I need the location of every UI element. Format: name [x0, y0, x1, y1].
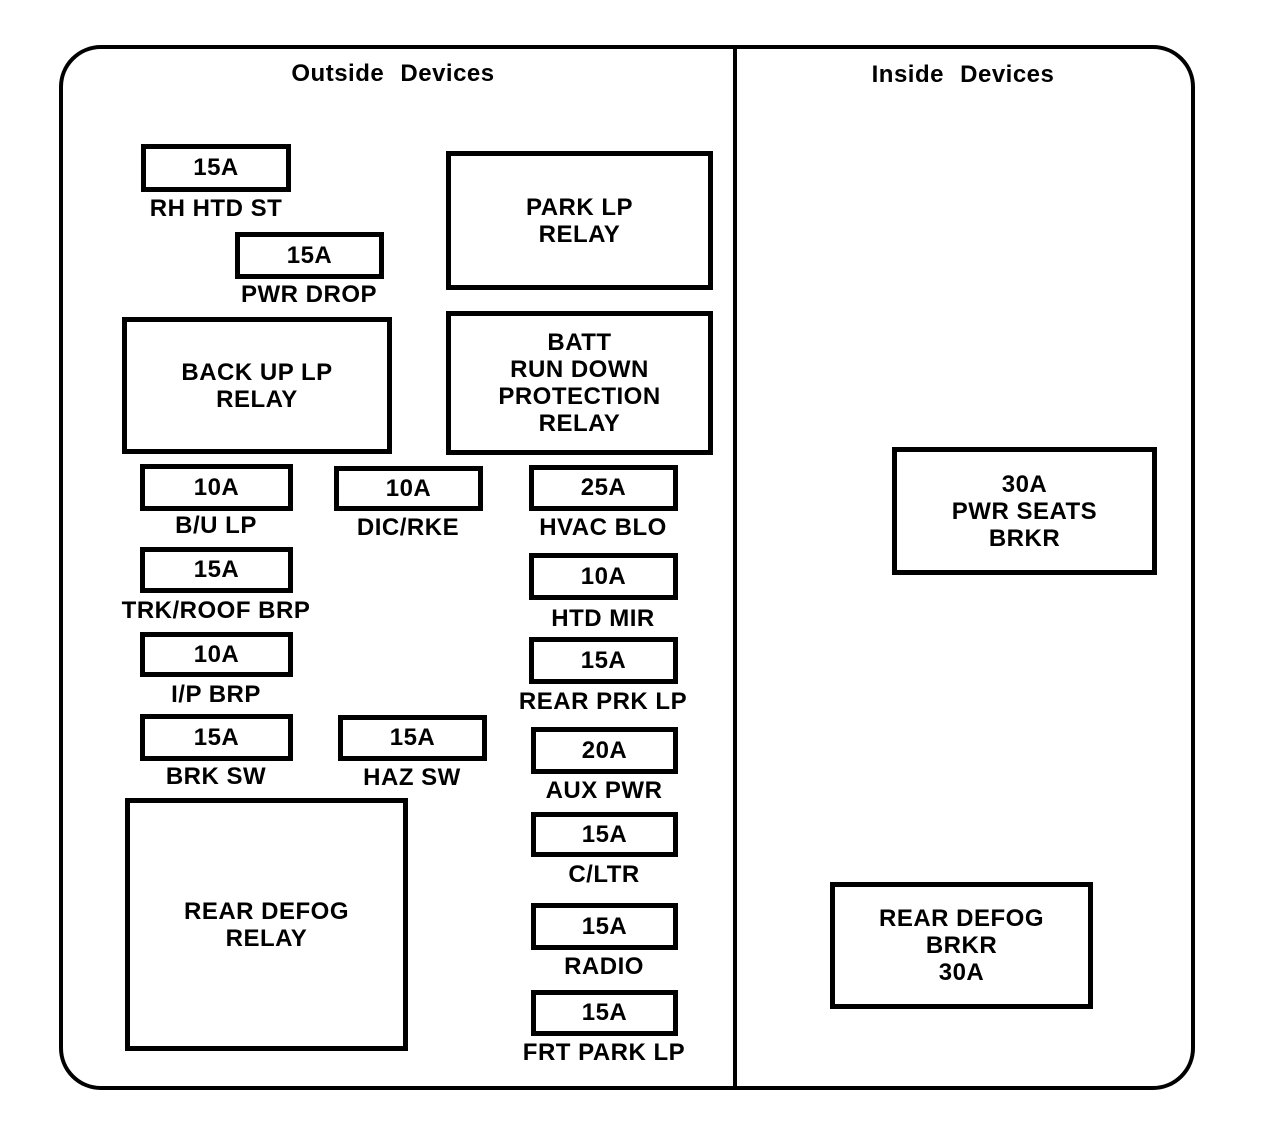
fuse-aux-pwr-label: AUX PWR	[545, 777, 663, 804]
fuse-rh-htd-st: 15A	[141, 144, 291, 192]
fuse-trk-roof-brp: 15A	[140, 547, 293, 593]
fuse-rear-prk-lp-label: REAR PRK LP	[518, 688, 688, 715]
fuse-trk-roof-brp-label: TRK/ROOF BRP	[121, 597, 311, 624]
fuse-pwr-drop-label: PWR DROP	[241, 281, 377, 308]
fuse-radio: 15A	[531, 903, 678, 950]
fuse-cltr-label: C/LTR	[568, 861, 640, 888]
breaker-rear-defog: REAR DEFOG BRKR 30A	[830, 882, 1093, 1009]
fuse-brk-sw: 15A	[140, 714, 293, 761]
fuse-htd-mir-label: HTD MIR	[551, 605, 655, 632]
fuse-rear-prk-lp: 15A	[529, 637, 678, 684]
fuse-htd-mir: 10A	[529, 553, 678, 600]
relay-back-up-lp: BACK UP LP RELAY	[122, 317, 392, 454]
fuse-hvac-blo: 25A	[529, 465, 678, 511]
fuse-haz-sw: 15A	[338, 715, 487, 761]
outside-devices-title: Outside Devices	[291, 60, 495, 87]
fuse-rh-htd-st-label: RH HTD ST	[149, 195, 283, 222]
fuse-cltr: 15A	[531, 812, 678, 857]
relay-rear-defog: REAR DEFOG RELAY	[125, 798, 408, 1051]
fuse-brk-sw-label: BRK SW	[165, 763, 267, 790]
breaker-pwr-seats: 30A PWR SEATS BRKR	[892, 447, 1157, 575]
relay-park-lp: PARK LP RELAY	[446, 151, 713, 290]
relay-batt-run-down-protection: BATT RUN DOWN PROTECTION RELAY	[446, 311, 713, 455]
section-divider-line	[733, 45, 737, 1090]
fuse-bu-lp: 10A	[140, 464, 293, 511]
fuse-ip-brp-label: I/P BRP	[171, 681, 261, 708]
fuse-hvac-blo-label: HVAC BLO	[539, 514, 667, 541]
fuse-haz-sw-label: HAZ SW	[363, 764, 461, 791]
fuse-dic-rke-label: DIC/RKE	[356, 514, 460, 541]
fuse-pwr-drop: 15A	[235, 232, 384, 279]
fuse-bu-lp-label: B/U LP	[175, 512, 257, 539]
fuse-radio-label: RADIO	[564, 953, 644, 980]
fuse-ip-brp: 10A	[140, 632, 293, 677]
fuse-frt-park-lp-label: FRT PARK LP	[522, 1039, 686, 1066]
fuse-frt-park-lp: 15A	[531, 990, 678, 1036]
fuse-aux-pwr: 20A	[531, 727, 678, 774]
fuse-dic-rke: 10A	[334, 466, 483, 511]
inside-devices-title: Inside Devices	[871, 61, 1055, 88]
